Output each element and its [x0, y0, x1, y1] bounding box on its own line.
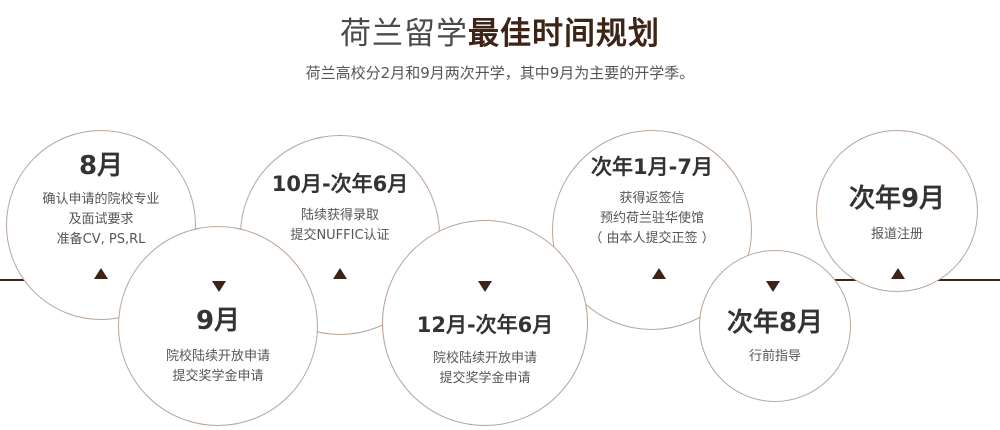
milestone-heading: 9月	[195, 306, 241, 336]
timeline-marker-up	[94, 268, 108, 279]
milestone-dec-jun: 12月-次年6月 院校陆续开放申请 提交奖学金申请	[382, 220, 588, 426]
milestone-line: 获得返签信	[619, 191, 685, 206]
milestone-heading: 10月-次年6月	[271, 172, 409, 196]
timeline-marker-down	[478, 281, 492, 292]
page-title: 荷兰留学最佳时间规划	[0, 8, 1000, 53]
milestone-line: 确认申请的院校专业	[42, 192, 160, 207]
milestone-line: 提交NUFFIC认证	[290, 228, 390, 243]
milestone-heading: 12月-次年6月	[416, 313, 554, 337]
milestone-line: 行前指导	[748, 349, 801, 364]
milestone-line: 及面试要求	[68, 212, 134, 227]
milestone-next-sep: 次年9月 报道注册	[816, 130, 978, 292]
milestone-line: 院校陆续开放申请	[165, 349, 270, 364]
milestone-line: 准备CV, PS,RL	[56, 232, 146, 247]
milestone-line: 陆续获得录取	[300, 208, 379, 223]
milestone-line: 院校陆续开放申请	[432, 351, 537, 366]
milestone-sep: 9月 院校陆续开放申请 提交奖学金申请	[118, 226, 318, 426]
milestone-line: 提交奖学金申请	[172, 369, 264, 384]
milestone-heading: 8月	[78, 151, 124, 181]
timeline-marker-up	[652, 268, 666, 279]
timeline-marker-up	[891, 268, 905, 279]
timeline-marker-down	[212, 281, 226, 292]
milestone-line: 提交奖学金申请	[439, 371, 531, 386]
milestone-heading: 次年9月	[848, 184, 946, 214]
timeline-marker-down	[766, 281, 780, 292]
title-bold: 最佳时间规划	[468, 16, 660, 52]
milestone-line: （ 由本人提交正签 ）	[589, 231, 715, 246]
milestone-next-aug: 次年8月 行前指导	[699, 250, 851, 402]
milestone-line: 预约荷兰驻华使馆	[599, 211, 704, 226]
milestone-line: 报道注册	[870, 227, 923, 242]
subtitle: 荷兰高校分2月和9月两次开学，其中9月为主要的开学季。	[305, 64, 695, 82]
milestone-heading: 次年1月-7月	[591, 155, 713, 179]
timeline-marker-up	[333, 268, 347, 279]
milestone-heading: 次年8月	[726, 308, 824, 338]
title-light: 荷兰留学	[340, 16, 468, 52]
